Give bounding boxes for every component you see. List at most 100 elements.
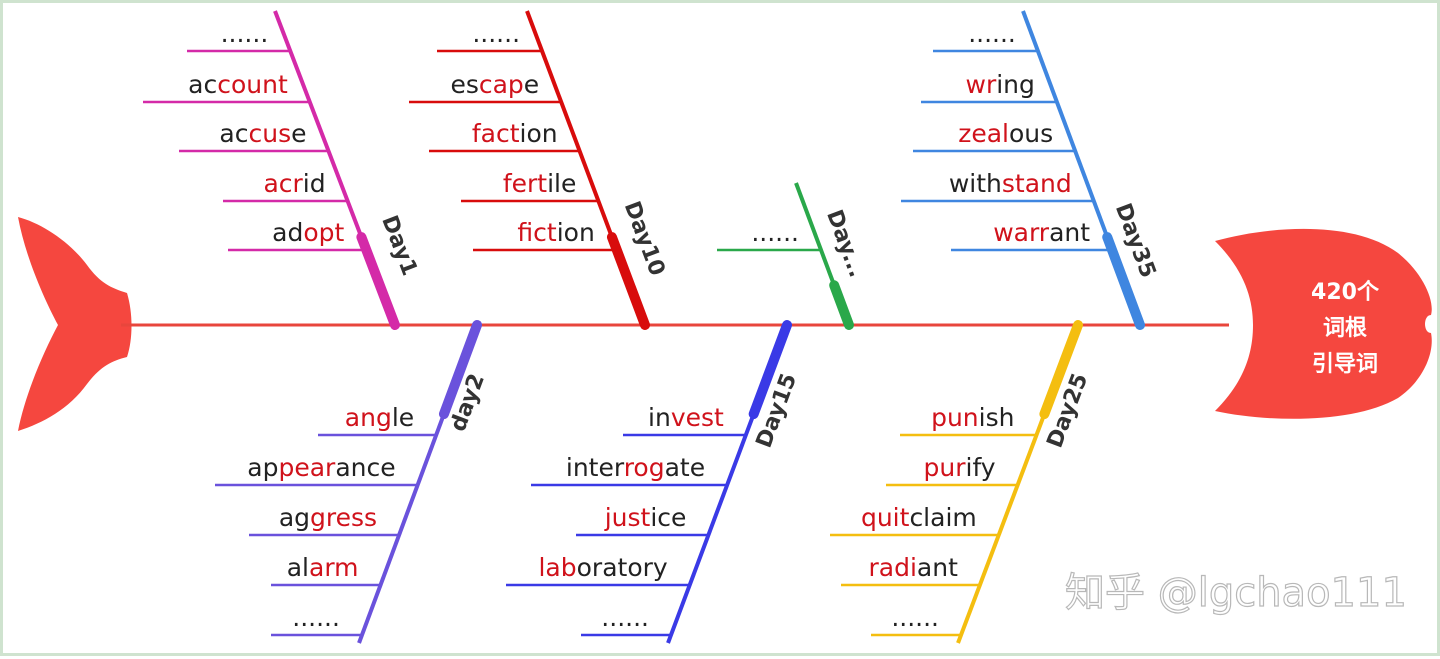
fish-head-shape xyxy=(1215,228,1432,419)
word-part: ile xyxy=(547,169,576,198)
word-part: al xyxy=(287,553,309,582)
branch-day15: investinterrogatejusticelaboratory......… xyxy=(506,320,802,644)
word-part: with xyxy=(949,169,1002,198)
word-part: ing xyxy=(996,70,1035,99)
word-label: ...... xyxy=(601,603,649,632)
fish-head-label-line-1: 420个 xyxy=(1311,280,1380,305)
bone-base xyxy=(1039,320,1083,420)
word-label: interrogate xyxy=(566,453,705,482)
word-part: ant xyxy=(1049,218,1090,247)
word-label: laboratory xyxy=(538,553,667,582)
word-label: ...... xyxy=(968,19,1016,48)
word-part: ac xyxy=(188,70,217,99)
word-label: radiant xyxy=(868,553,958,582)
word-part: id xyxy=(303,169,326,198)
word-root-part: opt xyxy=(303,218,344,247)
word-part: ag xyxy=(279,503,310,532)
word-root-part: warr xyxy=(993,218,1050,247)
word-label: fiction xyxy=(517,218,594,247)
word-part: e xyxy=(524,70,539,99)
word-root-part: fact xyxy=(472,119,520,148)
word-label: zealous xyxy=(958,119,1053,148)
word-part: ant xyxy=(917,553,958,582)
word-root-part: cus xyxy=(248,119,291,148)
word-part: oratory xyxy=(577,553,668,582)
word-label: punish xyxy=(931,403,1014,432)
word-part: ify xyxy=(966,453,996,482)
word-part: claim xyxy=(909,503,976,532)
word-part: ish xyxy=(979,403,1015,432)
word-root-part: fert xyxy=(503,169,547,198)
word-root-part: pun xyxy=(931,403,979,432)
word-label: adopt xyxy=(272,218,344,247)
word-root-part: pear xyxy=(278,453,336,482)
word-root-part: acr xyxy=(263,169,303,198)
fish-head-label-line-3: 引导词 xyxy=(1312,352,1378,377)
word-part: e xyxy=(291,119,306,148)
word-label: ...... xyxy=(472,19,520,48)
day-label: Day1 xyxy=(376,212,422,279)
word-label: appearance xyxy=(247,453,395,482)
bone-base xyxy=(748,320,792,420)
word-label: wring xyxy=(966,70,1035,99)
word-root-part: wr xyxy=(966,70,997,99)
word-root-part: stand xyxy=(1002,169,1072,198)
word-label: warrant xyxy=(993,218,1090,247)
word-label: purify xyxy=(924,453,996,482)
word-root-part: arm xyxy=(309,553,359,582)
word-part: ...... xyxy=(601,603,649,632)
word-label: faction xyxy=(472,119,558,148)
word-part: ...... xyxy=(472,19,520,48)
fishbone-canvas: 420个 词根 引导词 ......accountaccuseacridadop… xyxy=(18,10,1432,644)
word-part: in xyxy=(648,403,671,432)
word-part: ion xyxy=(557,218,595,247)
word-part: ate xyxy=(665,453,706,482)
word-root-part: vest xyxy=(671,403,724,432)
word-label: fertile xyxy=(503,169,577,198)
word-root-part: quit xyxy=(861,503,910,532)
word-label: angle xyxy=(345,403,414,432)
word-label: acrid xyxy=(263,169,325,198)
word-root-part: rog xyxy=(624,453,665,482)
word-root-part: just xyxy=(604,503,651,532)
word-label: withstand xyxy=(949,169,1072,198)
word-root-part: radi xyxy=(868,553,916,582)
word-part: ance xyxy=(335,453,395,482)
word-root-part: ang xyxy=(345,403,392,432)
word-label: account xyxy=(188,70,288,99)
word-label: ...... xyxy=(292,603,340,632)
word-root-part: count xyxy=(217,70,288,99)
word-part: ap xyxy=(247,453,278,482)
bone-base xyxy=(356,232,400,330)
branch-day: ......Day... xyxy=(717,182,869,330)
word-label: ...... xyxy=(221,19,269,48)
word-label: alarm xyxy=(287,553,359,582)
word-part: ice xyxy=(650,503,686,532)
word-part: ion xyxy=(520,119,558,148)
word-label: justice xyxy=(604,503,687,532)
word-part: le xyxy=(392,403,414,432)
word-part: ...... xyxy=(221,19,269,48)
word-label: escape xyxy=(450,70,539,99)
fish-head-label-line-2: 词根 xyxy=(1323,316,1367,341)
word-root-part: pur xyxy=(924,453,967,482)
word-part: ous xyxy=(1009,119,1053,148)
word-part: es xyxy=(450,70,478,99)
word-part: ...... xyxy=(968,19,1016,48)
word-part: inter xyxy=(566,453,625,482)
bone-base xyxy=(606,232,650,330)
word-label: ...... xyxy=(891,603,939,632)
word-root-part: cap xyxy=(479,70,524,99)
word-root-part: fict xyxy=(517,218,556,247)
word-part: ac xyxy=(219,119,248,148)
word-root-part: zeal xyxy=(958,119,1009,148)
word-label: aggress xyxy=(279,503,377,532)
word-part: ...... xyxy=(292,603,340,632)
